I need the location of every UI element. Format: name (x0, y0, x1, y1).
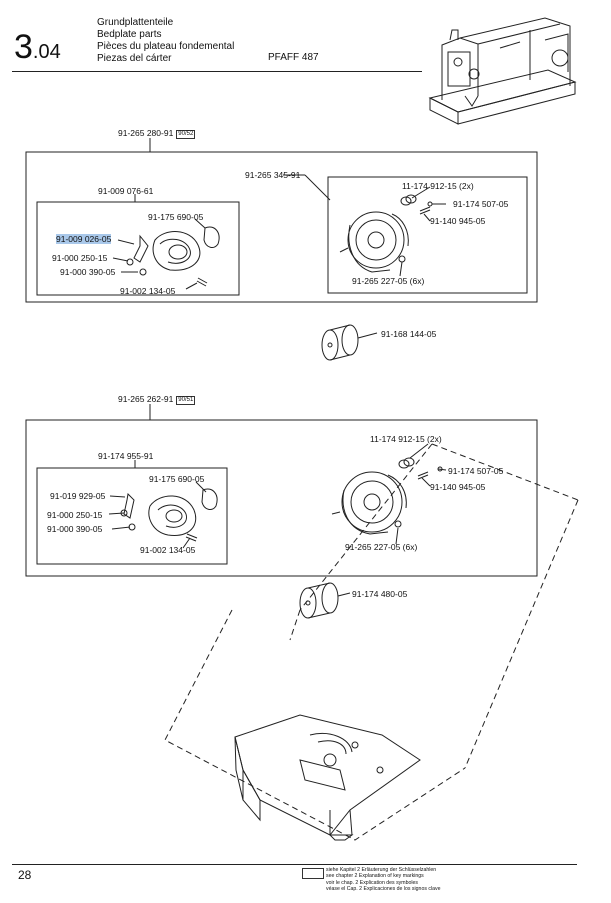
page-titles: Grundplattenteile Bedplate parts Pièces … (97, 17, 234, 65)
group2-part-label: 91-000 390-05 (47, 524, 103, 534)
legend-line-es: véase el Cap. 2 Explicaciones de los sig… (326, 885, 441, 892)
group2-part-label: 91-175 690-05 (149, 474, 205, 484)
group2-rotary-hook (331, 457, 443, 535)
bedplate-casting (234, 714, 421, 841)
group1-part-label: 91-265 227-05 (6x) (352, 276, 425, 286)
header-rule (12, 71, 422, 72)
title-de: Grundplattenteile (97, 17, 174, 28)
sewing-machine-illustration (428, 17, 577, 125)
footer-rule (12, 864, 577, 865)
group1-part-label: 91-175 690-05 (148, 212, 204, 222)
group1-hook-assembly-number: 91-265 345-91 (245, 170, 301, 180)
title-en: Bedplate parts (97, 29, 162, 40)
group1-hookframe (327, 176, 528, 294)
group2-part-label: 91-174 507-05 (448, 466, 504, 476)
group1-part-label: 91-140 945-05 (430, 216, 486, 226)
group1-key-tag: 90/52 (176, 130, 196, 139)
group2-part-label: 11-174 912-15 (2x) (370, 434, 442, 444)
section-number: 3.04 (14, 28, 61, 66)
assembly-guide-lines (164, 443, 579, 841)
group1-part-label-highlighted[interactable]: 91-009 026-05 (56, 234, 112, 244)
group1-rotary-hook (339, 194, 433, 273)
group2-hook-parts (120, 488, 218, 542)
title-fr: Pièces du plateau fondemental (97, 41, 235, 52)
group2-key-tag: 90/51 (176, 396, 196, 405)
group1-bobbin-number: 91-168 144-05 (381, 329, 437, 339)
legend-key-box (302, 868, 324, 879)
group2-frame (25, 419, 538, 577)
group2-sub-assembly-number: 91-174 955-91 (98, 451, 154, 461)
group2-part-label: 91-002 134-05 (140, 545, 196, 555)
legend-line-de: siehe Kapitel 2 Erläuterung der Schlüsse… (326, 867, 437, 873)
group1-bobbin (321, 324, 378, 361)
group1-subframe (36, 201, 240, 296)
group1-part-label: 11-174 912-15 (2x) (402, 181, 474, 191)
group2-part-label: 91-000 250-15 (47, 510, 103, 520)
group1-sub-assembly-number: 91-009 076-61 (98, 186, 154, 196)
legend-line-fr: voir le chap. 2 Explication des symboles (326, 879, 418, 886)
machine-model: PFAFF 487 (268, 52, 319, 63)
group1-part-label: 91-174 507-05 (453, 199, 509, 209)
page-number: 28 (18, 868, 32, 882)
title-es: Piezas del cárter (97, 53, 172, 64)
group2-part-label: 91-265 227-05 (6x) (345, 542, 418, 552)
group2-bobbin (299, 582, 351, 619)
group1-frame (25, 151, 538, 303)
group2-bobbin-number: 91-174 480-05 (352, 589, 408, 599)
group1-part-label: 91-000 390-05 (60, 267, 116, 277)
group2-subframe (36, 467, 228, 565)
group2-part-label: 91-140 945-05 (430, 482, 486, 492)
legend-line-en: see chapter 2 Explanation of key marking… (326, 873, 424, 880)
group1-hook-parts (126, 226, 220, 287)
group2-part-label: 91-019 929-05 (50, 491, 106, 501)
legend-text: siehe Kapitel 2 Erläuterung der Schlüsse… (326, 867, 440, 892)
group1-part-label: 91-000 250-15 (52, 253, 108, 263)
group1-part-label: 91-002 134-05 (120, 286, 176, 296)
